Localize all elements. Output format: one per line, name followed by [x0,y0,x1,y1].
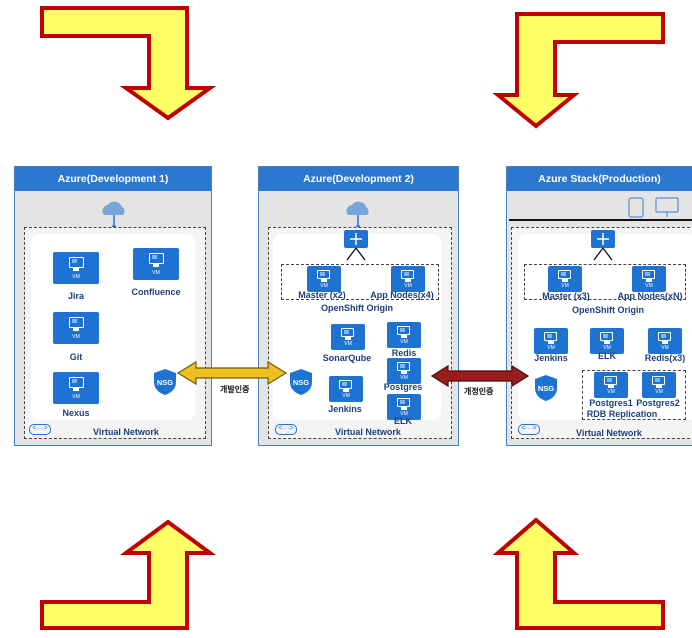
monitor-icon [655,197,679,217]
vm-master-icon[interactable]: VM [548,266,582,292]
replication-label: RDB Replication [586,409,658,419]
virtual-network-icon: <···> [518,424,540,435]
dev2-vnet-box: VM Master (x2) VM App Nodes(x4) OpenShif… [268,227,452,439]
openshift-label: OpenShift Origin [572,305,644,315]
vm-redis-icon[interactable]: VM [387,322,421,348]
virtual-network-icon: <···> [29,424,51,435]
postgres-label: Postgres [383,382,423,392]
panel-prod-title: Azure Stack(Production) [507,167,692,191]
panel-dev2-title: Azure(Development 2) [259,167,458,191]
vm-nexus-label: Nexus [62,408,90,418]
vm-jenkins-icon[interactable]: VM [534,328,568,354]
redis-label: Redis [391,348,417,358]
vm-postgres2-icon[interactable]: VM [642,372,676,398]
app-nodes-label: App Nodes(x4) [370,290,434,300]
vm-jira-label: Jira [67,291,85,301]
vm-jenkins-icon[interactable]: VM [329,376,363,402]
master-label: Master (x2) [298,290,346,300]
connection-label-1: 개발인증 [220,385,250,394]
panel-dev1: Azure(Development 1) VM Jira VM Confluen… [14,166,212,446]
dev2-vnet-label: Virtual Network [335,427,401,437]
network-bar [509,219,692,221]
load-balancer-icon[interactable] [588,228,618,262]
nsg-text: NSG [157,378,173,387]
panel-dev2: Azure(Development 2) VM Master (x2) VM A… [258,166,459,446]
vm-elk-icon[interactable]: VM [590,328,624,354]
vm-app-nodes-icon[interactable]: VM [632,266,666,292]
dev2-openshift-cluster [281,264,439,300]
vm-redis-icon[interactable]: VM [648,328,682,354]
nsg-text: NSG [538,384,554,393]
virtual-network-icon: <···> [275,424,297,435]
vm-postgres1-icon[interactable]: VM [594,372,628,398]
panel-prod: Azure Stack(Production) VM Master (x3) V… [506,166,692,446]
postgres1-label: Postgres1 [589,398,633,408]
dev1-vnet-label: Virtual Network [93,427,159,437]
vm-master-icon[interactable]: VM [307,266,341,292]
postgres2-label: Postgres2 [636,398,680,408]
redis-label: Redis(x3) [644,353,686,363]
dev1-vnet-box: VM Jira VM Confluence VM Git VM Nexus NS… [24,227,206,439]
app-nodes-label: App Nodes(xN) [617,291,683,301]
vm-postgres-icon[interactable]: VM [387,358,421,384]
nsg-shield-icon[interactable]: NSG [153,368,177,396]
vm-nexus-icon[interactable]: VM [53,372,99,404]
master-label: Master (x3) [542,291,590,301]
vm-sonarqube-icon[interactable]: VM [331,324,365,350]
panel-dev1-title: Azure(Development 1) [15,167,211,191]
vm-app-nodes-icon[interactable]: VM [391,266,425,292]
jenkins-label: Jenkins [534,353,568,363]
openshift-label: OpenShift Origin [321,303,393,313]
prod-vnet-label: Virtual Network [576,428,642,438]
prod-vnet-box: VM Master (x3) VM App Nodes(xN) OpenShif… [511,227,692,439]
elk-label: ELK [394,416,412,426]
vm-git-label: Git [69,352,83,362]
elk-label: ELK [598,351,616,361]
tablet-icon [628,197,644,218]
prod-rdb-cluster [582,370,686,420]
vm-confluence-icon[interactable]: VM [133,248,179,280]
vm-elk-icon[interactable]: VM [387,394,421,420]
nsg-shield-icon[interactable]: NSG [534,374,558,402]
sonarqube-label: SonarQube [322,353,372,363]
nsg-shield-icon[interactable]: NSG [289,368,313,396]
vm-jira-icon[interactable]: VM [53,252,99,284]
prod-openshift-cluster [524,264,686,300]
jenkins-label: Jenkins [328,404,362,414]
load-balancer-icon[interactable] [341,228,371,262]
nsg-text: NSG [293,378,309,387]
vm-confluence-label: Confluence [131,287,181,297]
connection-label-2: 개정인증 [464,387,494,396]
vm-git-icon[interactable]: VM [53,312,99,344]
